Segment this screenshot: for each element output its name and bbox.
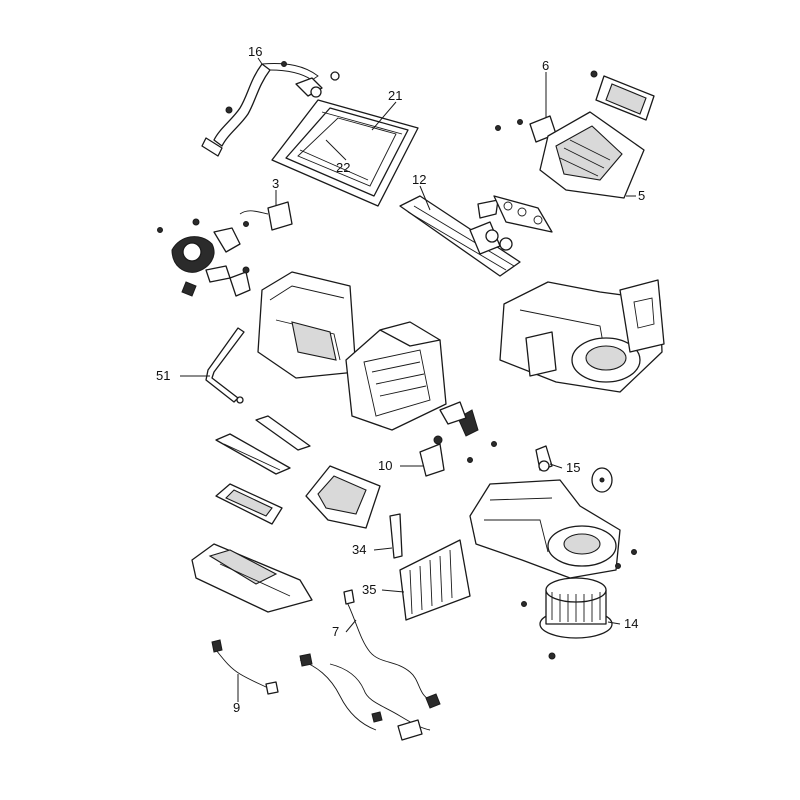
- part-34-bracket: [389, 513, 403, 559]
- part-14-blower-motor: [521, 577, 613, 660]
- callout-15: 15: [566, 460, 580, 475]
- callout-5: 5: [638, 188, 645, 203]
- callout-9: 9: [233, 700, 240, 715]
- part-16-hose: [201, 61, 340, 157]
- callout-14: 14: [624, 616, 638, 631]
- part-15-resistor: [535, 445, 553, 472]
- blower-lower-housing: [469, 479, 637, 579]
- mode-door-lower: [215, 433, 291, 475]
- callout-12: 12: [412, 172, 426, 187]
- callout-34: 34: [352, 542, 366, 557]
- callout-35: 35: [362, 582, 376, 597]
- part-12-heater-core: [399, 195, 521, 277]
- callout-21: 21: [388, 88, 402, 103]
- part-7-wiring-harness: [299, 589, 441, 741]
- lower-case: [191, 543, 313, 613]
- callout-51: 51: [156, 368, 170, 383]
- part-22-seal: [297, 117, 397, 187]
- callout-10: 10: [378, 458, 392, 473]
- main-hvac-case: [257, 271, 447, 431]
- callout-7: 7: [332, 624, 339, 639]
- air-mix-door: [305, 465, 381, 529]
- part-35-filter: [399, 539, 471, 621]
- fan-disc: [591, 467, 613, 493]
- part-3-actuator: [239, 201, 293, 231]
- part-21-frame: [271, 99, 419, 207]
- blower-upper-housing: [499, 279, 665, 393]
- defrost-door: [215, 483, 283, 525]
- leader-lines: [180, 57, 636, 702]
- part-5-intake-housing: [539, 111, 645, 199]
- callout-labels: 16 21 22 3 12 6 5 51 10 15 34 35 7 14 9: [156, 44, 645, 715]
- callout-22: 22: [336, 160, 350, 175]
- part-9-sensor-cable: [211, 639, 279, 695]
- temperature-door: [255, 415, 311, 451]
- mode-door-linkage: [157, 218, 251, 297]
- callout-3: 3: [272, 176, 279, 191]
- intake-filter-door: [590, 70, 655, 121]
- callout-6: 6: [542, 58, 549, 73]
- gasket-plate: [493, 195, 553, 233]
- part-51-rod: [205, 327, 245, 404]
- part-10-actuator: [419, 401, 497, 477]
- callout-16: 16: [248, 44, 262, 59]
